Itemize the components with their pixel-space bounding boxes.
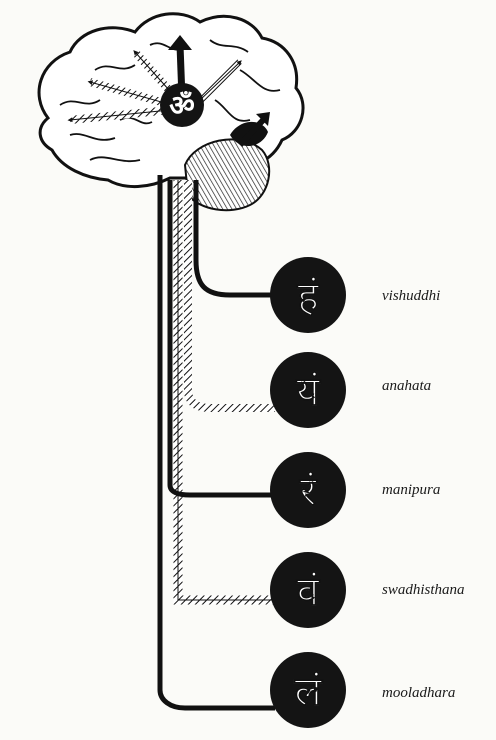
chakra-mooladhara: लं mooladhara [270,652,455,728]
chakra-anahata: यं anahata [270,352,431,428]
chakra-swadhisthana: वं swadhisthana [270,552,465,628]
spinal-channels [160,175,275,708]
label-anahata: anahata [382,378,431,394]
glyph-swadhisthana: वं [296,569,321,615]
glyph-mooladhara: लं [293,669,323,715]
glyph-vishuddhi: हं [296,274,320,320]
glyph-anahata: यं [295,369,321,415]
chakra-manipura: रं manipura [270,452,440,528]
crown-chakra: ॐ [160,83,204,127]
glyph-manipura: रं [299,469,318,515]
om-symbol-icon: ॐ [169,89,195,122]
chakra-vishuddhi: हं vishuddhi [270,257,440,333]
label-swadhisthana: swadhisthana [382,582,465,598]
label-manipura: manipura [382,482,440,498]
label-vishuddhi: vishuddhi [382,288,440,304]
label-mooladhara: mooladhara [382,685,455,701]
